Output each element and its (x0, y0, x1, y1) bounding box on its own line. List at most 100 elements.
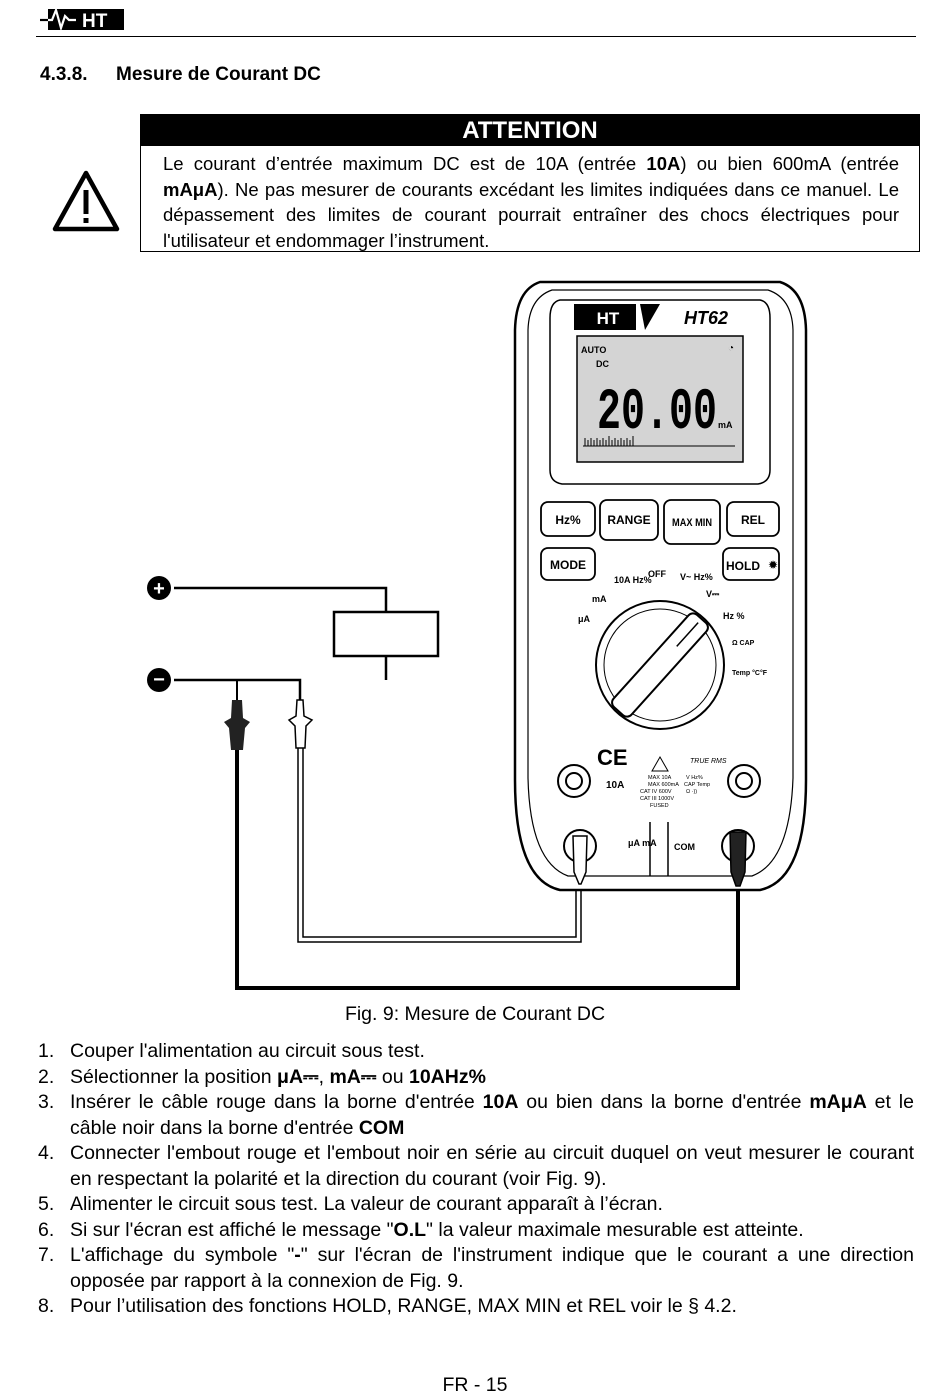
step-text: Couper l'alimentation au circuit sous te… (70, 1040, 425, 1062)
step-text-bold: mAμA (809, 1091, 867, 1113)
step-item: 6.Si sur l'écran est affiché le message … (38, 1218, 914, 1244)
step-text: Pour l’utilisation des fonctions HOLD, R… (70, 1295, 737, 1317)
step-text: Connecter l'embout rouge et l'embout noi… (70, 1142, 914, 1190)
step-text-bold: COM (358, 1116, 405, 1139)
svg-text:MAX 10A: MAX 10A (648, 775, 672, 781)
terminal-10a: 10A (606, 780, 624, 791)
plus-terminal-icon (147, 576, 171, 600)
attention-text-part: ). Ne pas mesurer de courants excédant l… (163, 178, 899, 251)
page-number: FR - 15 (442, 1374, 508, 1396)
minus-terminal-icon (147, 668, 171, 692)
svg-text:MAX 600mA: MAX 600mA (648, 782, 679, 788)
step-text: Si sur l'écran est affiché le message " (70, 1218, 394, 1241)
figure-caption: Fig. 9: Mesure de Courant DC (344, 1003, 606, 1025)
dial-label-temp: Temp °C°F (732, 669, 768, 677)
step-item: 8. Pour l’utilisation des fonctions HOLD,… (38, 1294, 914, 1320)
ht-logo-icon: HT (40, 6, 124, 32)
svg-text:CAT IV 600V: CAT IV 600V (640, 789, 672, 795)
minus-sign: − (153, 669, 165, 691)
step-text: Sélectionner la position (70, 1065, 278, 1088)
dial-labels: OFF 10A Hz% V~ Hz% V⎓ Hz % Ω CAP Temp °C… (578, 569, 768, 677)
meter-brand: HT (597, 309, 620, 328)
step-text: Insérer le câble rouge dans la borne d'e… (70, 1091, 483, 1113)
button-hz: Hz% (555, 513, 581, 527)
lcd-display (576, 335, 744, 463)
step-item: 4. Connecter l'embout rouge et l'embout n… (38, 1141, 914, 1192)
svg-text:Ω ·)): Ω ·)) (686, 789, 697, 795)
attention-text: Le courant d’entrée maximum DC est de 10… (163, 151, 899, 253)
step-number: 8. (38, 1295, 55, 1317)
section-number: 4.3.8. (40, 64, 88, 85)
button-hold: HOLD (726, 559, 760, 573)
warning-triangle-icon (52, 170, 120, 232)
dial-knob (611, 612, 709, 718)
svg-text:CAP Temp: CAP Temp (684, 782, 710, 788)
dial-label-ohm: Ω CAP (732, 640, 755, 647)
caution-small-icon (651, 755, 669, 772)
step-text-bold: μA⎓ (277, 1065, 319, 1088)
circuit-load-box (332, 610, 440, 658)
attention-text-bold: 10A (646, 153, 681, 174)
step-text-bold: mA⎓ (329, 1065, 377, 1088)
dial-label-off: OFF (648, 569, 666, 579)
dial-label-ma: mA (592, 594, 607, 604)
true-rms-label: TRUE RMS (690, 758, 727, 765)
step-number: 5. (38, 1193, 55, 1215)
svg-text:FUSED: FUSED (650, 803, 669, 809)
button-range: RANGE (607, 513, 650, 527)
button-rel: REL (741, 513, 765, 527)
plus-sign: + (153, 578, 165, 600)
step-item: 7.L'affichage du symbole "-" sur l'écran… (38, 1243, 914, 1294)
red-plug-icon (572, 835, 588, 885)
section-title: Mesure de Courant DC (116, 64, 321, 85)
meter-brand-icon (574, 304, 636, 330)
step-text: Alimenter le circuit sous test. La valeu… (70, 1193, 663, 1215)
step-text: et le câble noir dans la borne d'entrée (70, 1091, 914, 1139)
step-text-bold: - (294, 1244, 301, 1266)
red-probe-icon (287, 699, 582, 943)
attention-heading: ATTENTION (141, 115, 919, 146)
multimeter-body: HT HT62 AUTO DC ◔ 20.00 mA Hz% RANGE (513, 280, 808, 892)
ce-mark: CE (597, 745, 628, 770)
step-number: 3. (38, 1091, 55, 1113)
lcd-power-icon: ◔ (728, 343, 734, 354)
circuit-wiring (174, 586, 388, 700)
button-mode: MODE (550, 558, 586, 572)
lcd-auto: AUTO (581, 345, 606, 355)
step-text: ou bien dans la borne d'entrée (518, 1091, 810, 1113)
logo-text: HT (82, 11, 108, 32)
dial-label-vdc: V⎓ (706, 589, 720, 599)
step-text: L'affichage du symbole " (70, 1244, 295, 1266)
page-header: HT (36, 4, 916, 37)
black-plug-icon (729, 831, 747, 887)
black-probe-icon (224, 680, 740, 990)
button-maxmin: MAX MIN (672, 517, 712, 529)
step-text: , (318, 1065, 330, 1088)
step-text-bold: 10AHz% (408, 1065, 486, 1088)
attention-box: ATTENTION Le courant d’entrée maximum DC… (140, 114, 920, 252)
terminal-ma: μA mA (628, 838, 657, 848)
lcd-value: 20.00 (597, 381, 717, 446)
meter-model: HT62 (684, 308, 728, 328)
step-item: 2. Sélectionner la position μA⎓, mA⎓ ou 1… (38, 1065, 914, 1091)
attention-text-bold: mAμA (163, 178, 218, 200)
dial-label-ua: μA (578, 614, 591, 624)
dial-label-hz: Hz % (723, 611, 745, 621)
svg-text:CAT III 1000V: CAT III 1000V (640, 796, 674, 802)
step-item: 5. Alimenter le circuit sous test. La val… (38, 1192, 914, 1218)
svg-text:V Hz%: V Hz% (686, 775, 703, 781)
attention-text-part: Le courant d’entrée maximum DC est de 10… (163, 153, 647, 174)
step-text-bold: O.L (393, 1218, 427, 1241)
step-number: 7. (38, 1244, 55, 1266)
procedure-steps: 1. Couper l'alimentation au circuit sous … (38, 1039, 914, 1320)
meter-buttons (540, 499, 780, 581)
multimeter-figure: + − HT HT62 AUTO DC ◔ 20.00 mA (147, 280, 808, 990)
step-text-bold: 10A (482, 1091, 519, 1113)
section-heading: 4.3.8. Mesure de Courant DC (40, 64, 321, 86)
step-number: 1. (38, 1040, 55, 1062)
step-text: ou (376, 1065, 409, 1088)
step-number: 4. (38, 1142, 55, 1164)
step-number: 2. (38, 1065, 55, 1088)
dial-label-vac: V~ Hz% (680, 572, 713, 582)
terminal-com: COM (674, 842, 695, 852)
